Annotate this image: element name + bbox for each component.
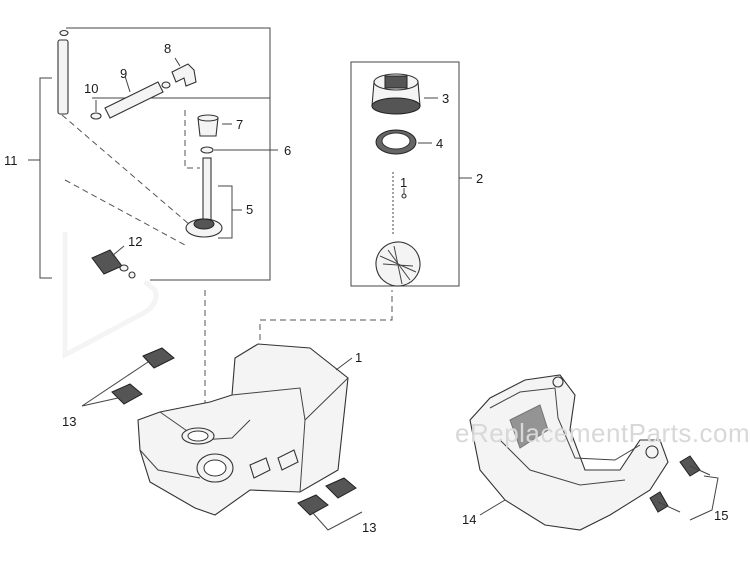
callout-1: 1 <box>355 350 362 365</box>
grommet-part-13-upper <box>81 347 175 407</box>
oring-part-10 <box>90 100 102 120</box>
fuel-line-bent <box>62 232 159 360</box>
tube-part-9 <box>104 75 164 119</box>
guard-part-14 <box>469 374 669 531</box>
grommet-part-13-lower <box>297 477 363 531</box>
callout-2: 2 <box>476 171 483 186</box>
fuel-tank-part-1 <box>137 343 353 516</box>
oring-part-6 <box>200 146 278 154</box>
callout-8: 8 <box>164 41 171 56</box>
inline-filter-part-12 <box>91 245 136 279</box>
callout-6: 6 <box>284 143 291 158</box>
fuel-filter-part-7 <box>197 114 232 137</box>
callout-13-bottom: 13 <box>362 520 376 535</box>
callout-11: 11 <box>4 153 18 168</box>
fuel-pickup-part-5 <box>185 157 242 239</box>
callout-7: 7 <box>236 117 243 132</box>
elbow-fitting-part-8 <box>161 57 197 89</box>
fuel-cap-part-3 <box>371 73 438 115</box>
callout-15: 15 <box>714 508 728 523</box>
callout-9: 9 <box>120 66 127 81</box>
callout-3: 3 <box>442 91 449 106</box>
connection-lines <box>61 110 393 410</box>
callout-1-small: 1 <box>400 175 407 190</box>
watermark-text: eReplacementParts.com <box>455 418 750 448</box>
fuel-line-kit-frame <box>66 27 271 281</box>
callout-10: 10 <box>84 81 98 96</box>
callout-14: 14 <box>462 512 476 527</box>
callout-12: 12 <box>128 234 142 249</box>
screws-part-15 <box>649 455 719 521</box>
bracket-11 <box>28 77 52 279</box>
callout-5: 5 <box>246 202 253 217</box>
gasket-ring-part-4 <box>375 129 432 155</box>
fuel-cap-assembly-frame <box>350 61 460 287</box>
callout-4: 4 <box>436 136 443 151</box>
tether-part-1 <box>375 172 421 287</box>
vent-tube <box>57 29 69 115</box>
callout-13-left: 13 <box>62 414 76 429</box>
